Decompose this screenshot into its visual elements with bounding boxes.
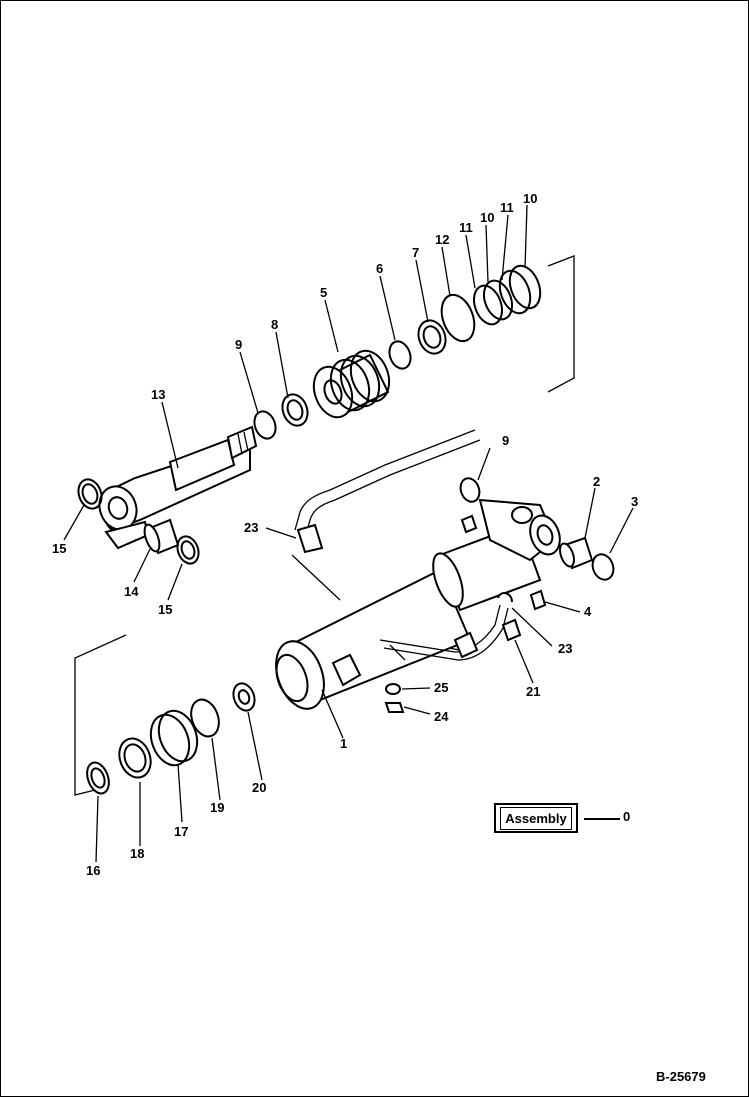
callout-19: 19 [210, 800, 224, 815]
callout-13: 13 [151, 387, 165, 402]
callout-25: 25 [434, 680, 448, 695]
callout-12: 12 [435, 232, 449, 247]
callout-5: 5 [320, 285, 327, 300]
callout-labels: 1 2 3 4 5 6 7 8 9 9 10 10 11 11 12 13 14… [52, 191, 638, 878]
callout-10a: 10 [480, 210, 494, 225]
assembly-leader-line [584, 818, 620, 820]
callout-21: 21 [526, 684, 540, 699]
cylinder-tube[interactable] [267, 498, 565, 715]
leader-lines [63, 204, 634, 863]
callout-20: 20 [252, 780, 266, 795]
callout-15b: 15 [158, 602, 172, 617]
callout-11a: 11 [459, 220, 473, 235]
callout-2: 2 [593, 474, 600, 489]
callout-7: 7 [412, 245, 419, 260]
piston-seals[interactable] [386, 262, 546, 372]
callout-3: 3 [631, 494, 638, 509]
callout-16: 16 [86, 863, 100, 878]
cylinder-head-parts[interactable] [83, 680, 258, 796]
callout-9b: 9 [502, 433, 509, 448]
callout-9a: 9 [235, 337, 242, 352]
callout-11b: 11 [500, 200, 514, 215]
head-side-parts[interactable] [457, 476, 616, 611]
lower-pipe-fittings[interactable] [379, 592, 522, 713]
callout-24: 24 [434, 709, 449, 724]
hydraulic-pipe[interactable] [294, 429, 481, 554]
callout-15a: 15 [52, 541, 66, 556]
rod-end-parts[interactable] [75, 476, 203, 566]
callout-6: 6 [376, 261, 383, 276]
callout-17: 17 [174, 824, 188, 839]
piston-rod[interactable] [94, 425, 258, 550]
callout-10b: 10 [523, 191, 537, 206]
assembly-box: Assembly [494, 803, 578, 833]
assembly-label: Assembly [500, 806, 572, 830]
piston[interactable] [307, 345, 396, 422]
callout-4: 4 [584, 604, 592, 619]
callout-8: 8 [271, 317, 278, 332]
callout-14: 14 [124, 584, 139, 599]
callout-1: 1 [340, 736, 347, 751]
callout-23b: 23 [558, 641, 572, 656]
callout-23a: 23 [244, 520, 258, 535]
assembly-part-number: 0 [623, 809, 631, 824]
rod-small-parts[interactable] [251, 391, 312, 442]
callout-18: 18 [130, 846, 144, 861]
drawing-number: B-25679 [656, 1069, 706, 1084]
